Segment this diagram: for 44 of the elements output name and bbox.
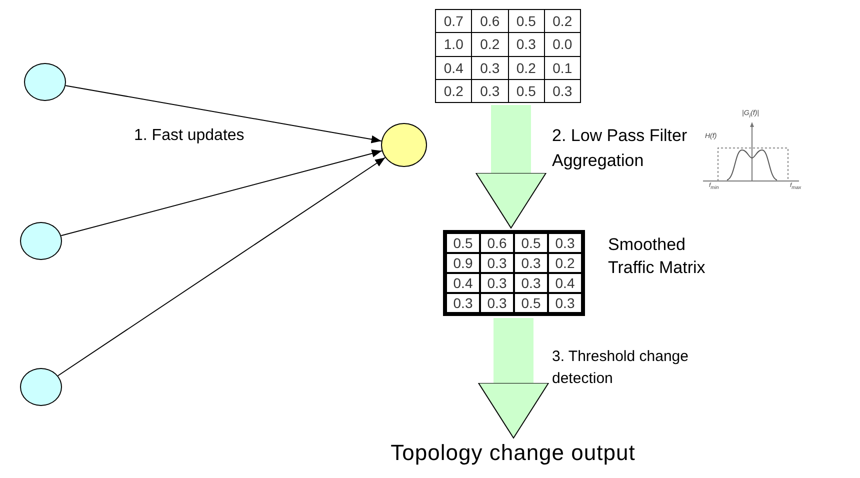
matrix-cell: 0.3 [481,254,513,272]
matrix-cell: 0.4 [436,56,472,80]
block-arrow [478,318,549,438]
circle-node [20,368,62,406]
matrix-cell: 0.3 [447,294,479,312]
matrix-cell: 0.3 [472,56,508,80]
matrix-cell: 0.3 [515,254,547,272]
matrix-cell: 0.2 [508,56,544,80]
matrix-cell: 0.5 [447,234,479,252]
matrix-cell: 0.5 [515,294,547,312]
matrix-caption: Smoothed Traffic Matrix [608,234,706,279]
matrix-cell: 0.1 [544,56,580,80]
matrix-cell: 0.3 [549,234,581,252]
matrix-cell: 0.5 [508,10,544,33]
matrix-cell: 0.2 [544,10,580,33]
matrix-cell: 0.3 [549,294,581,312]
matrix-cell: 0.3 [508,32,544,56]
arrow [57,157,386,376]
matrix-cell: 0.2 [436,79,472,102]
matrix-cell: 0.0 [544,32,580,56]
step-label: 1. Fast updates [134,127,244,145]
matrix-cell: 0.3 [515,274,547,292]
matrix-cell: 0.2 [472,32,508,56]
matrix-cell: 0.3 [544,79,580,102]
circle-node [381,123,427,167]
matrix-cell: 0.6 [481,234,513,252]
matrix-cell: 0.3 [472,79,508,102]
circle-node [20,222,62,260]
matrix-cell: 0.7 [436,10,472,33]
matrix-cell: 0.3 [481,294,513,312]
block-arrow [476,105,546,228]
matrix-cell: 0.6 [472,10,508,33]
output-text: Topology change output [383,440,643,472]
matrix-cell: 0.4 [447,274,479,292]
matrix-cell: 0.3 [481,274,513,292]
matrix-cell: 1.0 [436,32,472,56]
matrix-cell: 0.4 [549,274,581,292]
arrow [65,85,382,144]
matrix-cell: 0.5 [508,79,544,102]
matrix-cell: 0.9 [447,254,479,272]
matrix-cell: 0.2 [549,254,581,272]
arrow [60,150,382,236]
circle-node [24,63,66,101]
matrix-cell: 0.5 [515,234,547,252]
